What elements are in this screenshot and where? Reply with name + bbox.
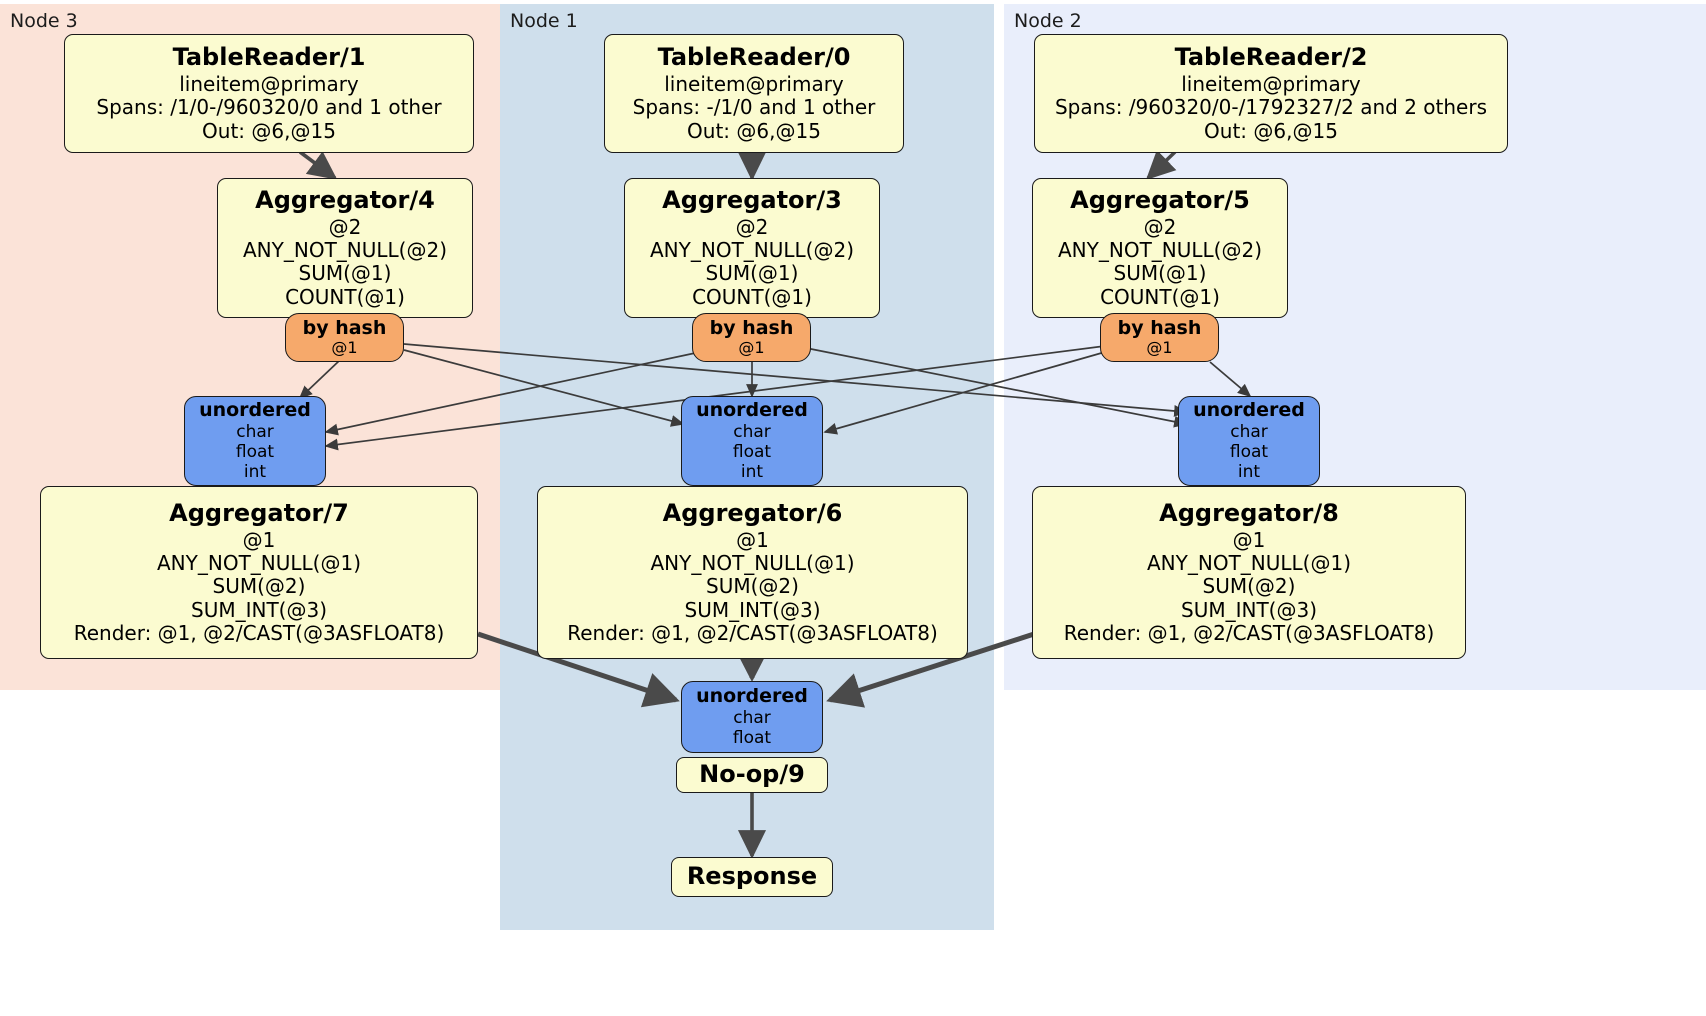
node-aggregator-6[interactable]: Aggregator/6 @1 ANY_NOT_NULL(@1) SUM(@2)…	[537, 486, 968, 659]
node-line: ANY_NOT_NULL(@1)	[1147, 551, 1351, 576]
panel-node3-label: Node 3	[10, 10, 78, 32]
node-line: @1	[1232, 527, 1266, 552]
node-line: SUM(@1)	[1113, 261, 1207, 286]
node-title: Response	[686, 862, 818, 891]
node-line: Render: @1, @2/CAST(@3ASFLOAT8)	[73, 620, 445, 645]
node-line: SUM(@1)	[705, 261, 799, 286]
node-title: Aggregator/5	[1070, 186, 1250, 215]
node-title: No-op/9	[699, 760, 805, 789]
node-line: SUM(@1)	[298, 261, 392, 286]
router-unordered-node3[interactable]: unordered char float int	[184, 396, 326, 486]
router-hash-node3[interactable]: by hash @1	[285, 313, 404, 362]
node-line: lineitem@primary	[179, 72, 359, 97]
router-line: float	[732, 728, 772, 749]
router-line: float	[732, 442, 772, 463]
node-line: SUM(@2)	[212, 574, 306, 599]
node-title: Aggregator/4	[255, 186, 435, 215]
router-title: unordered	[696, 399, 808, 422]
node-title: Aggregator/7	[169, 499, 349, 528]
node-title: Aggregator/3	[662, 186, 842, 215]
router-title: unordered	[1193, 399, 1305, 422]
router-line: @1	[331, 338, 358, 358]
router-unordered-node1[interactable]: unordered char float int	[681, 396, 823, 486]
node-line: lineitem@primary	[664, 72, 844, 97]
node-line: ANY_NOT_NULL(@1)	[650, 551, 855, 576]
node-aggregator-7[interactable]: Aggregator/7 @1 ANY_NOT_NULL(@1) SUM(@2)…	[40, 486, 478, 659]
node-title: TableReader/2	[1174, 43, 1368, 72]
node-title: TableReader/0	[657, 43, 851, 72]
router-title: unordered	[696, 685, 808, 708]
router-unordered-final[interactable]: unordered char float	[681, 681, 823, 753]
node-line: @1	[242, 527, 276, 552]
router-line: int	[243, 461, 267, 482]
node-line: COUNT(@1)	[285, 284, 405, 309]
node-line: lineitem@primary	[1181, 72, 1361, 97]
node-line: SUM_INT(@3)	[191, 597, 327, 622]
node-line: Spans: /960320/0-/1792327/2 and 2 others	[1054, 95, 1487, 120]
router-line: @1	[1146, 338, 1173, 358]
node-noop-9[interactable]: No-op/9	[676, 757, 828, 793]
node-line: SUM_INT(@3)	[684, 597, 821, 622]
router-title: by hash	[1117, 317, 1202, 340]
node-line: SUM_INT(@3)	[1181, 597, 1317, 622]
node-line: Spans: /1/0-/960320/0 and 1 other	[96, 95, 442, 120]
node-title: Aggregator/8	[1159, 499, 1339, 528]
node-aggregator-5[interactable]: Aggregator/5 @2 ANY_NOT_NULL(@2) SUM(@1)…	[1032, 178, 1288, 318]
node-line: SUM(@2)	[706, 574, 799, 599]
node-line: ANY_NOT_NULL(@2)	[243, 238, 447, 263]
router-title: unordered	[199, 399, 311, 422]
router-line: char	[733, 708, 771, 729]
router-line: int	[740, 461, 764, 482]
node-title: TableReader/1	[172, 43, 366, 72]
node-line: @2	[1143, 215, 1177, 240]
node-tablereader-0[interactable]: TableReader/0 lineitem@primary Spans: -/…	[604, 34, 904, 153]
node-line: Out: @6,@15	[1204, 118, 1338, 143]
node-line: Render: @1, @2/CAST(@3ASFLOAT8)	[1063, 620, 1435, 645]
node-line: ANY_NOT_NULL(@1)	[157, 551, 361, 576]
router-line: char	[236, 422, 274, 443]
node-line: @2	[735, 215, 769, 240]
router-unordered-node2[interactable]: unordered char float int	[1178, 396, 1320, 486]
node-line: @1	[736, 527, 769, 552]
node-line: SUM(@2)	[1202, 574, 1296, 599]
router-line: float	[235, 442, 275, 463]
node-line: Out: @6,@15	[202, 118, 336, 143]
node-aggregator-4[interactable]: Aggregator/4 @2 ANY_NOT_NULL(@2) SUM(@1)…	[217, 178, 473, 318]
node-line: ANY_NOT_NULL(@2)	[1058, 238, 1262, 263]
node-tablereader-2[interactable]: TableReader/2 lineitem@primary Spans: /9…	[1034, 34, 1508, 153]
router-title: by hash	[302, 317, 387, 340]
router-hash-node1[interactable]: by hash @1	[692, 313, 811, 362]
node-line: Out: @6,@15	[687, 118, 821, 143]
router-line: float	[1229, 442, 1269, 463]
node-title: Aggregator/6	[662, 499, 843, 528]
router-line: @1	[738, 338, 765, 358]
node-tablereader-1[interactable]: TableReader/1 lineitem@primary Spans: /1…	[64, 34, 474, 153]
node-response[interactable]: Response	[671, 857, 833, 897]
node-line: COUNT(@1)	[1100, 284, 1220, 309]
router-line: int	[1237, 461, 1261, 482]
node-line: Spans: -/1/0 and 1 other	[632, 95, 876, 120]
router-line: char	[1230, 422, 1268, 443]
panel-node2-label: Node 2	[1014, 10, 1082, 32]
router-title: by hash	[709, 317, 794, 340]
node-aggregator-3[interactable]: Aggregator/3 @2 ANY_NOT_NULL(@2) SUM(@1)…	[624, 178, 880, 318]
router-hash-node2[interactable]: by hash @1	[1100, 313, 1219, 362]
router-line: char	[733, 422, 771, 443]
node-line: ANY_NOT_NULL(@2)	[650, 238, 854, 263]
node-line: Render: @1, @2/CAST(@3ASFLOAT8)	[567, 620, 938, 645]
node-aggregator-8[interactable]: Aggregator/8 @1 ANY_NOT_NULL(@1) SUM(@2)…	[1032, 486, 1466, 659]
panel-node1-label: Node 1	[510, 10, 578, 32]
node-line: @2	[328, 215, 362, 240]
node-line: COUNT(@1)	[692, 284, 812, 309]
